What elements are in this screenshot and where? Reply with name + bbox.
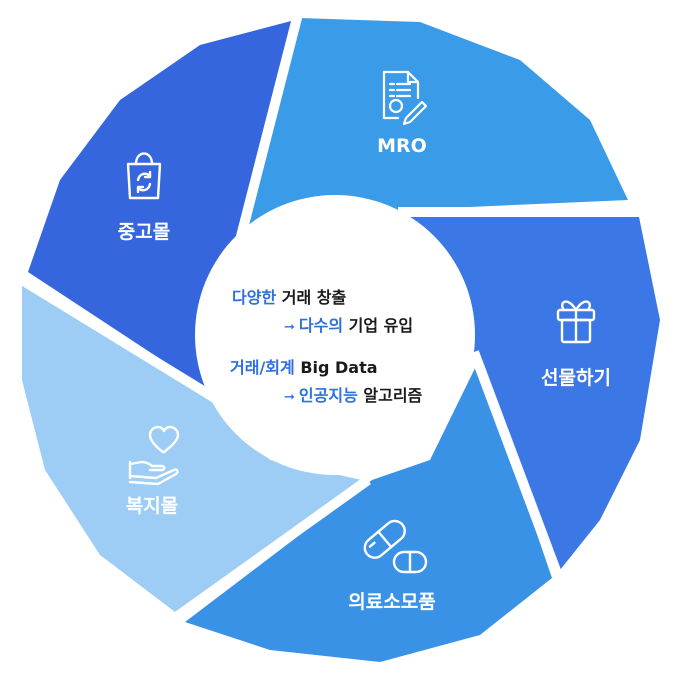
arrow-icon: ➞ xyxy=(284,320,295,335)
center-line-2: ➞다수의 기업 유입 xyxy=(284,316,414,335)
center-line-4: ➞인공지능 알고리즘 xyxy=(284,386,423,405)
document-pen-icon xyxy=(382,70,428,126)
segment-label-used: 중고몰 xyxy=(118,221,170,243)
segment-label-mro: MRO xyxy=(377,135,427,157)
center-line-1: 다양한 거래 창출 xyxy=(232,288,347,307)
segment-label-gift: 선물하기 xyxy=(541,367,611,389)
segment-welfare xyxy=(22,285,362,612)
gift-icon xyxy=(556,300,596,344)
segment-label-medical: 의료소모품 xyxy=(348,591,435,613)
center-line-3: 거래/회계 Big Data xyxy=(230,358,378,377)
center-circle xyxy=(195,195,475,475)
segment-medical xyxy=(185,362,552,662)
arrow-icon: ➞ xyxy=(284,390,295,405)
heart-hand-icon xyxy=(128,425,180,486)
shopping-bag-icon xyxy=(126,152,162,200)
segment-used xyxy=(28,20,295,395)
segment-mro xyxy=(240,18,628,245)
capsule-pill-icon xyxy=(363,519,428,574)
segment-label-welfare: 복지몰 xyxy=(126,495,178,517)
